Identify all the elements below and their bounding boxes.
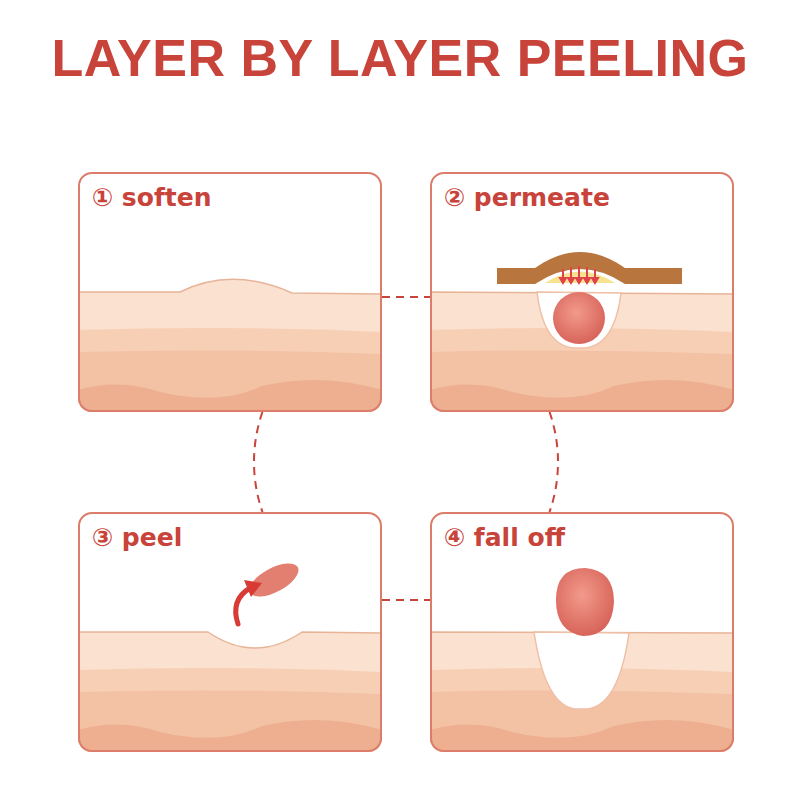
peel-arrow [236, 588, 250, 624]
pit [534, 632, 629, 709]
dashed-connector [550, 412, 558, 512]
step-label: ① soften [92, 183, 212, 212]
corn-lesion [553, 292, 605, 344]
peeled-flake [245, 557, 304, 604]
permeate-arrows [560, 266, 598, 283]
step-panel: ④ fall off [430, 512, 734, 752]
dashed-connector [254, 412, 262, 512]
skin-peel [78, 512, 382, 752]
dashed-connector [382, 599, 430, 601]
title-text: LAYER BY LAYER PEELING [52, 29, 749, 87]
step-label: ③ peel [92, 523, 182, 552]
step-panel: ③ peel [78, 512, 382, 752]
fallen-lesion [556, 568, 614, 636]
pit [537, 292, 621, 348]
step-panel: ② permeate [430, 172, 734, 412]
skin-fall-off [430, 512, 734, 752]
step-label: ② permeate [444, 183, 610, 212]
plaster [497, 252, 682, 284]
dashed-connector [382, 296, 430, 298]
step-label: ④ fall off [444, 523, 565, 552]
skin-soften [78, 172, 382, 412]
skin-permeate [430, 172, 734, 412]
peel-arrowhead [244, 580, 262, 597]
title: LAYER BY LAYER PEELING [0, 28, 800, 88]
step-panel: ① soften [78, 172, 382, 412]
